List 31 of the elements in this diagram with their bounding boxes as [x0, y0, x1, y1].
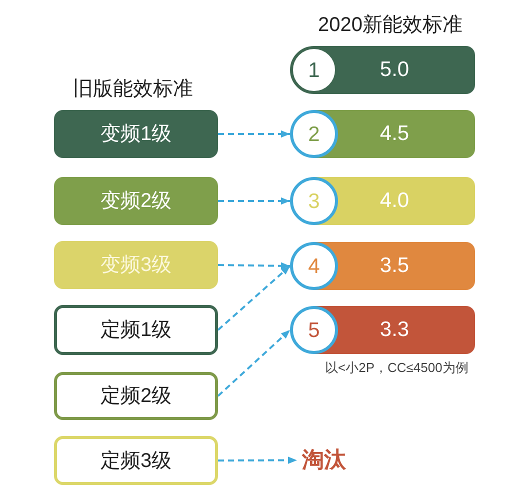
number-circle: 3: [290, 177, 338, 225]
rating-value: 3.5: [380, 254, 410, 278]
number-circle: 1: [290, 46, 338, 94]
rating-bar: [290, 306, 475, 354]
rating-value: 4.0: [380, 188, 410, 214]
rating-value: 3.3: [380, 318, 410, 342]
arrow: [218, 197, 290, 205]
grade-box: 定频2级: [54, 372, 218, 420]
note-text: 以<小2P，CC≤4500为例: [325, 360, 468, 376]
arrow: [217, 265, 291, 331]
arrow: [218, 262, 290, 270]
arrow: [217, 329, 291, 397]
rating-value: 5.0: [380, 58, 410, 82]
column-heading: 2020新能效标准: [318, 13, 462, 37]
grade-box: 定频3级: [54, 436, 218, 485]
rating-bar: [290, 242, 475, 290]
rating-bar: [290, 177, 475, 225]
grade-box: 定频1级: [54, 305, 218, 355]
grade-box: 变频2级: [54, 177, 218, 225]
column-heading: 旧版能效标准: [73, 77, 193, 101]
number-circle: 4: [290, 242, 338, 290]
arrow: [218, 456, 297, 464]
rating-bar: [290, 46, 475, 94]
grade-box: 变频3级: [54, 241, 218, 289]
number-circle: 2: [290, 110, 338, 158]
arrow: [218, 130, 290, 138]
rating-value: 4.5: [380, 122, 410, 146]
grade-box: 变频1级: [54, 110, 218, 158]
status-text: 淘汰: [302, 447, 346, 474]
number-circle: 5: [290, 306, 338, 354]
rating-bar: [290, 110, 475, 158]
